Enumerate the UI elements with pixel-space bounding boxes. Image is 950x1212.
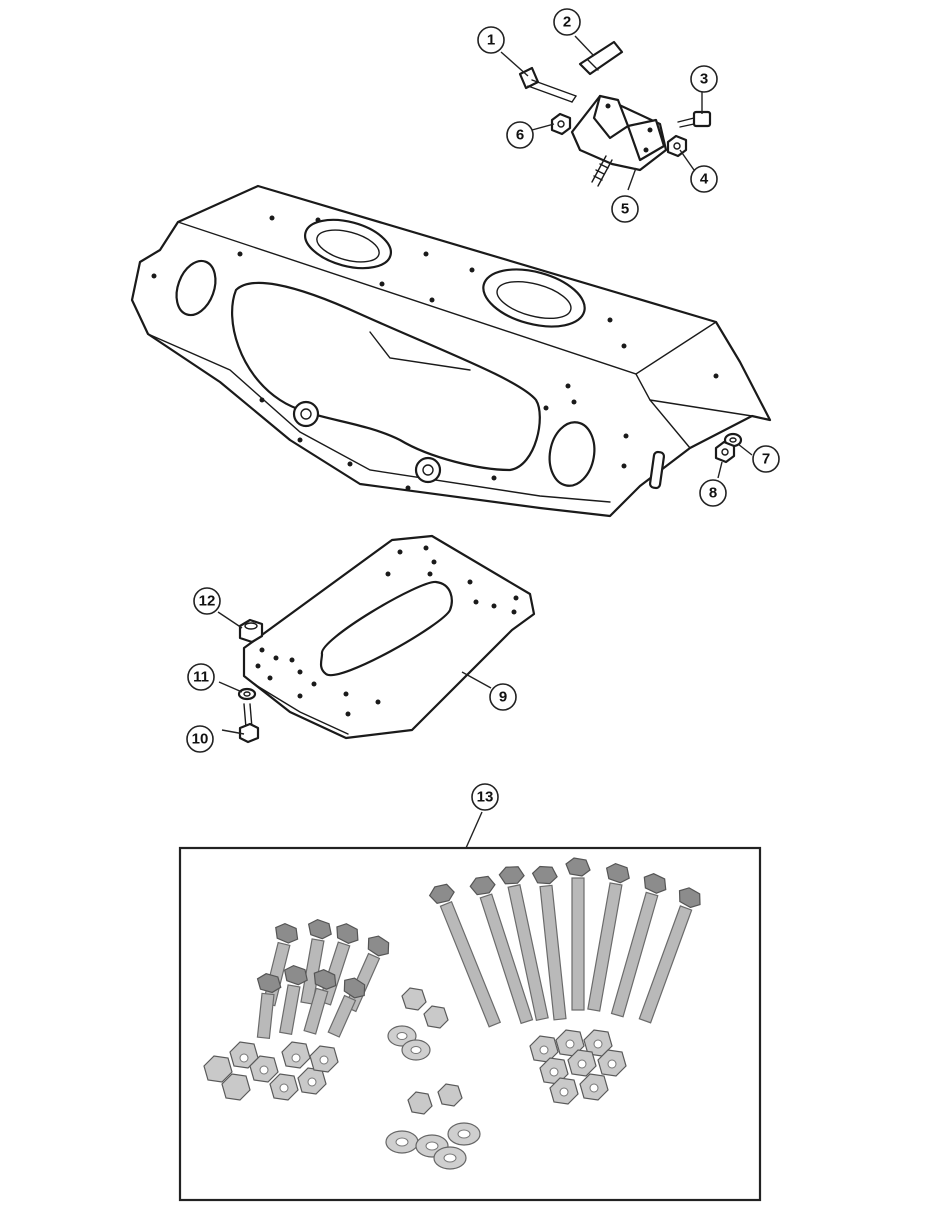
callout-9: 9: [489, 683, 517, 711]
callout-9-label: 9: [499, 689, 507, 706]
callout-7-label: 7: [762, 451, 770, 468]
callout-13-label: 13: [477, 789, 494, 806]
callout-3-label: 3: [700, 71, 708, 88]
part-1-long-bolt: [518, 66, 577, 103]
callout-11-label: 11: [193, 669, 209, 686]
part-8-nut: [714, 440, 736, 464]
hardware-kit-box: [178, 846, 762, 1202]
callout-4-label: 4: [700, 171, 709, 188]
mounting-bracket-assembly: [518, 40, 712, 187]
short-bolts-group: [256, 918, 390, 1040]
nuts-group-right: [529, 1029, 627, 1105]
part-3-bolt: [677, 110, 712, 128]
callout-1-label: 1: [487, 32, 495, 49]
callout-10: 10: [186, 725, 214, 753]
callouts: 1 2 3 4 5 6 7 8: [186, 8, 780, 811]
part-4-nut: [666, 134, 688, 158]
callout-8-label: 8: [709, 485, 717, 502]
callout-12-label: 12: [199, 593, 216, 610]
part-12-nut: [238, 618, 264, 644]
part-2-clip: [578, 40, 624, 76]
callout-6: 6: [506, 121, 534, 149]
callout-1: 1: [477, 26, 505, 54]
long-bolts-group: [428, 857, 701, 1028]
crossmember-frame: [130, 184, 772, 518]
washers-nuts-center: [385, 987, 481, 1170]
callout-12: 12: [193, 587, 221, 615]
callout-3: 3: [690, 65, 718, 93]
callout-6-label: 6: [516, 127, 524, 144]
callout-2-label: 2: [563, 14, 571, 31]
part-10-bolt: [238, 703, 260, 744]
part-9-plate: [242, 534, 536, 740]
part-11-washer: [237, 687, 257, 701]
callout-4: 4: [690, 165, 718, 193]
part-5-bracket: [570, 94, 668, 187]
callout-7: 7: [752, 445, 780, 473]
callout-11: 11: [187, 663, 215, 691]
callout-8: 8: [699, 479, 727, 507]
callout-5: 5: [611, 195, 639, 223]
callout-5-label: 5: [621, 201, 629, 218]
callout-13: 13: [471, 783, 499, 811]
callout-2: 2: [553, 8, 581, 36]
leader-lines: [217, 35, 753, 849]
callout-10-label: 10: [192, 731, 209, 748]
nuts-group-left: [203, 1041, 339, 1101]
part-6-nut: [550, 112, 572, 136]
